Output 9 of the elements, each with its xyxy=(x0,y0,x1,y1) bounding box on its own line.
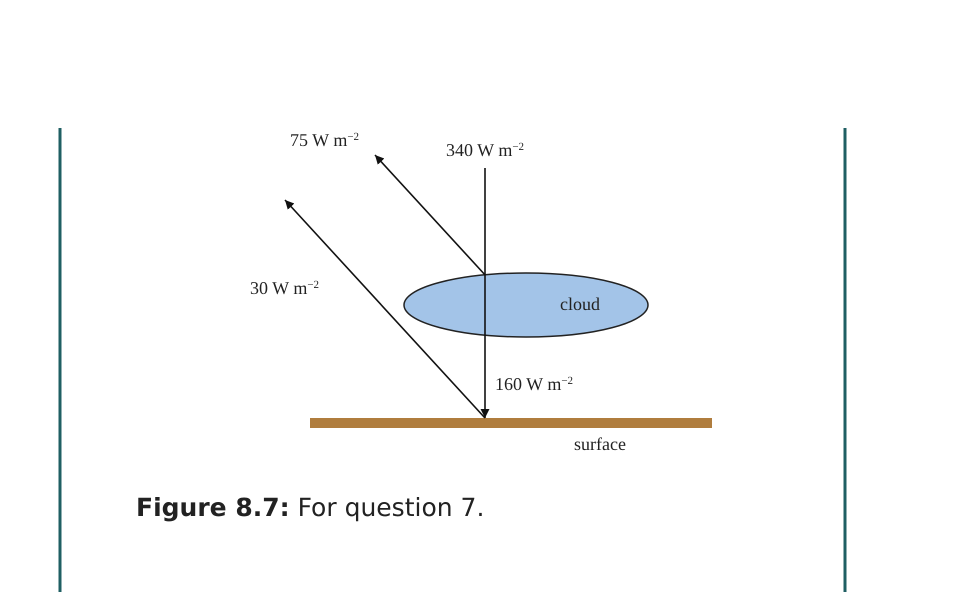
cloud-ellipse xyxy=(403,272,649,338)
surface-label: surface xyxy=(573,434,627,454)
arrow xyxy=(374,154,486,276)
line xyxy=(484,168,486,275)
arrow xyxy=(480,274,490,418)
arrow xyxy=(284,199,486,419)
figure-caption: Figure 8.7: For question 7. xyxy=(136,493,484,522)
node-label: cloud xyxy=(558,294,601,314)
ground-bar xyxy=(310,418,712,428)
